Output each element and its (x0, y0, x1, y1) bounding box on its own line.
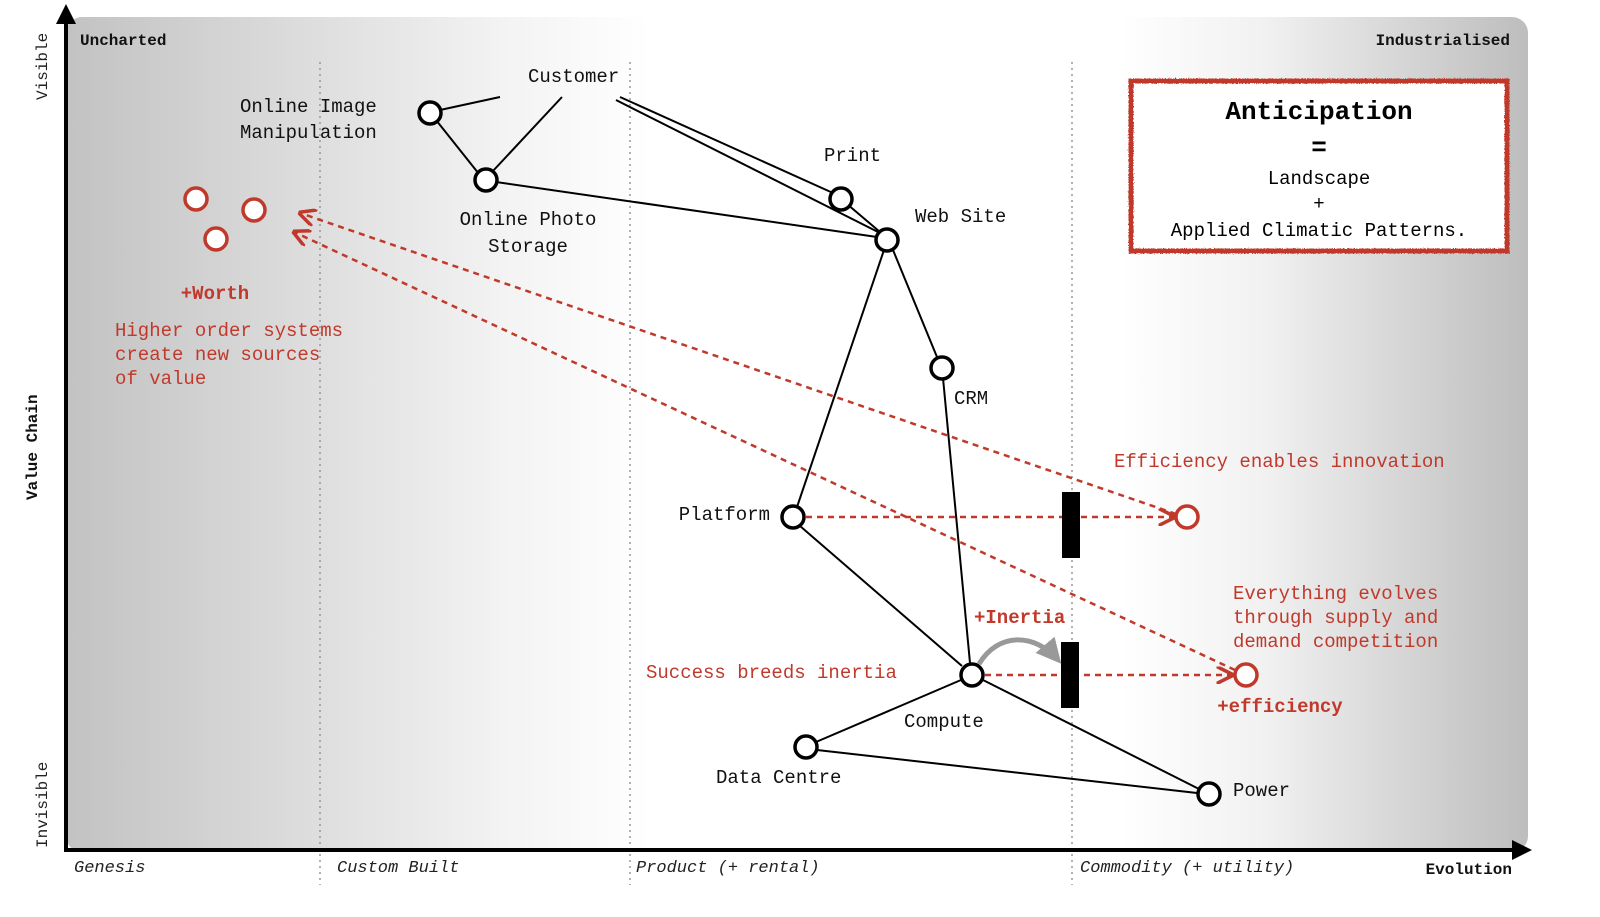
node-crm[interactable] (929, 355, 955, 381)
label-web-site: Web Site (915, 206, 1006, 228)
y-axis-label: Value Chain (24, 394, 42, 500)
everything-evolves-line3: demand competition (1233, 631, 1438, 653)
node-data-centre[interactable] (793, 734, 819, 760)
component-nodes (417, 100, 1222, 807)
label-oim-line2: Manipulation (240, 122, 377, 144)
higher-order-line3: of value (115, 368, 206, 390)
anticipation-callout: Anticipation = Landscape + Applied Clima… (1128, 78, 1510, 254)
callout-equals: = (1311, 133, 1327, 163)
inertia-barrier-compute (1061, 642, 1079, 708)
label-power: Power (1233, 780, 1290, 802)
link-compute-datacentre (815, 679, 962, 743)
success-inertia-label: Success breeds inertia (646, 662, 897, 684)
label-platform: Platform (679, 504, 770, 526)
label-compute: Compute (904, 711, 984, 733)
efficiency-label: +efficiency (1217, 696, 1343, 718)
stage-product: Product (+ rental) (636, 859, 820, 878)
y-bottom-label: Invisible (34, 762, 52, 848)
efficiency-innovation-label: Efficiency enables innovation (1114, 451, 1445, 473)
link-customer-oim (439, 96, 501, 111)
node-power[interactable] (1196, 781, 1222, 807)
label-crm: CRM (954, 388, 988, 410)
everything-evolves-line2: through supply and (1233, 607, 1438, 629)
corner-industrialised: Industrialised (1376, 32, 1510, 50)
inertia-barrier-platform (1062, 492, 1080, 558)
node-online-image-manipulation[interactable] (417, 100, 443, 126)
higher-order-line1: Higher order systems (115, 320, 343, 342)
arrow-to-worth-1 (300, 213, 1177, 516)
node-print[interactable] (828, 186, 854, 212)
node-online-photo-storage[interactable] (473, 167, 499, 193)
callout-plus: + (1313, 193, 1324, 215)
label-ops-line2: Storage (488, 236, 568, 258)
label-ops-line1: Online Photo (460, 209, 597, 231)
link-oim-ops (435, 119, 480, 175)
link-compute-power (982, 679, 1200, 790)
climatic-arrows (294, 213, 1236, 675)
callout-patterns: Applied Climatic Patterns. (1171, 220, 1467, 242)
corner-uncharted: Uncharted (80, 32, 166, 50)
stage-genesis: Genesis (74, 859, 145, 878)
inertia-curve-arrow (976, 636, 1062, 666)
worth-node-2 (241, 197, 267, 223)
y-top-label: Visible (34, 33, 52, 100)
platform-evolved-node (1174, 504, 1200, 530)
future-nodes (183, 186, 1259, 688)
label-data-centre: Data Centre (716, 767, 841, 789)
link-ops-website (495, 181, 878, 238)
link-customer-print (619, 96, 834, 194)
link-datacentre-power (816, 749, 1198, 794)
value-chain-links (435, 96, 1200, 794)
everything-evolves-line1: Everything evolves (1233, 583, 1438, 605)
callout-landscape: Landscape (1268, 168, 1371, 190)
compute-evolved-node (1233, 662, 1259, 688)
link-crm-compute (942, 377, 971, 664)
stage-custom-built: Custom Built (337, 859, 459, 878)
stage-dividers (319, 62, 1073, 885)
link-platform-compute (799, 525, 963, 667)
annotations: +Worth Higher order systems create new s… (115, 283, 1445, 718)
component-labels: Customer Online Image Manipulation Onlin… (240, 66, 1290, 802)
worth-label: +Worth (181, 283, 249, 305)
node-platform[interactable] (780, 504, 806, 530)
callout-heading: Anticipation (1225, 97, 1412, 127)
label-customer: Customer (528, 66, 619, 88)
link-website-platform (796, 249, 885, 508)
worth-node-1 (183, 186, 209, 212)
link-print-website (846, 203, 881, 233)
inertia-label: +Inertia (974, 607, 1065, 629)
higher-order-line2: create new sources (115, 344, 320, 366)
link-customer-website (615, 99, 881, 234)
arrow-to-worth-2 (294, 232, 1236, 672)
worth-node-3 (203, 226, 229, 252)
x-axis-label: Evolution (1426, 861, 1512, 879)
link-customer-ops (491, 96, 563, 173)
node-compute[interactable] (959, 662, 985, 688)
label-oim-line1: Online Image (240, 96, 377, 118)
label-print: Print (824, 145, 881, 167)
link-website-crm (892, 249, 938, 358)
stage-commodity: Commodity (+ utility) (1080, 859, 1294, 878)
node-web-site[interactable] (874, 227, 900, 253)
